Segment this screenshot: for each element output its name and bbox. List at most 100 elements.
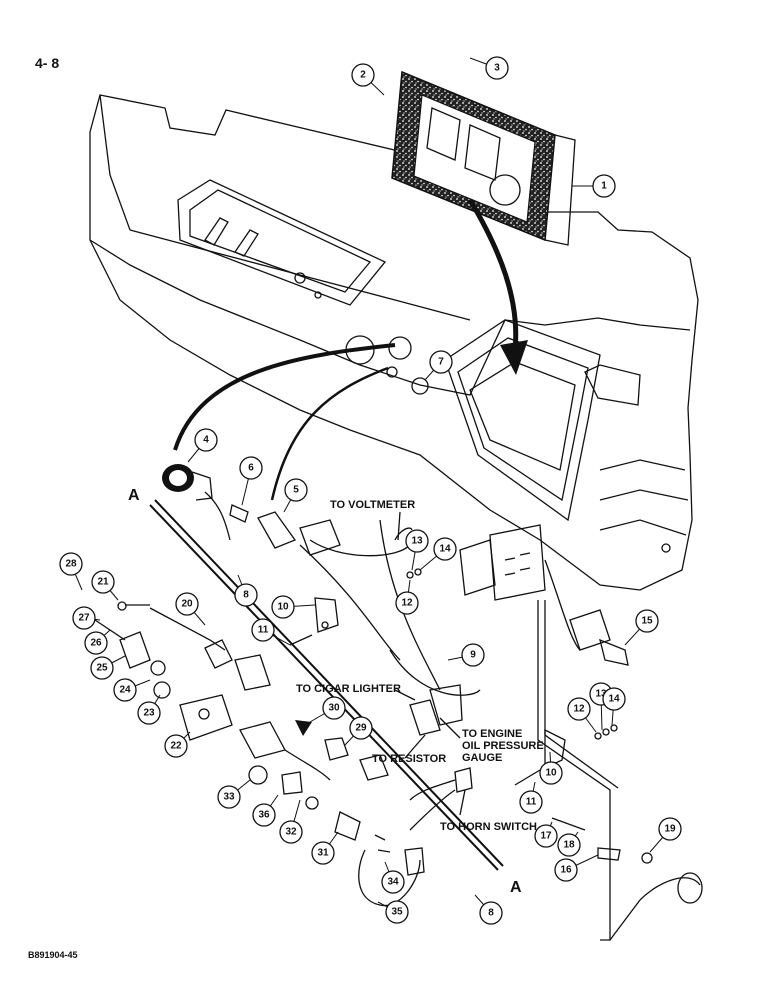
callout-number: 4 [203,435,209,446]
callout-5: 5 [283,478,308,513]
callout-circle [252,803,276,827]
callout-circle [217,785,241,809]
callout-number: 25 [96,663,108,674]
callout-14: 14 [602,687,626,726]
callout-7: 7 [424,350,453,381]
callout-circle [592,174,616,198]
callout-14: 14 [419,537,457,571]
callout-12: 12 [395,579,419,615]
callout-13: 13 [405,529,429,571]
label-to-voltmeter: TO VOLTMETER [330,499,415,511]
callout-number: 36 [258,810,270,821]
callout-31: 31 [311,831,339,865]
callout-3: 3 [469,56,509,80]
callout-36: 36 [252,794,279,827]
callout-25: 25 [90,655,126,680]
callout-circle [479,901,503,925]
callout-circle [251,618,275,642]
install-arrow [467,198,519,351]
label-leaders [394,511,466,816]
callout-number: 2 [360,70,366,81]
callout-circle [405,529,429,553]
callout-22: 22 [164,731,191,758]
callout-number: 7 [438,357,444,368]
callout-circle [635,609,659,633]
callout-circle [311,841,335,865]
section-mark-a-top: A [128,487,140,504]
callout-circle [72,606,96,630]
callout-circle [175,592,199,616]
callout-circle [381,870,405,894]
callout-2: 2 [351,63,385,96]
left-components [94,601,473,907]
callout-24: 24 [113,678,151,702]
callout-circle [602,687,626,711]
label-gauge: GAUGE [462,752,502,764]
callout-12: 12 [567,697,597,733]
callout-number: 33 [223,792,235,803]
callout-number: 14 [439,544,451,555]
callout-circle [534,824,558,848]
callout-1: 1 [572,174,616,198]
callout-30: 30 [309,696,346,723]
callout-circle [395,591,419,615]
dashboard-panel [89,94,699,591]
callout-circle [239,456,263,480]
callout-23: 23 [137,694,161,725]
section-mark-a-bottom: A [510,879,522,896]
display-panel-part-1 [391,70,576,246]
callout-number: 10 [277,602,289,613]
callout-10: 10 [539,751,563,785]
callout-number: 23 [143,708,155,719]
callout-number: 21 [97,577,109,588]
callout-20: 20 [175,592,206,626]
label-to-resistor: TO RESISTOR [372,753,446,765]
light-part-6 [229,504,249,523]
callout-number: 22 [170,741,182,752]
page-number: 4- 8 [35,55,59,71]
callout-number: 26 [90,638,102,649]
callout-16: 16 [554,854,599,882]
callout-number: 11 [258,625,269,636]
callout-circle [429,350,453,374]
callout-28: 28 [59,552,83,591]
callout-19: 19 [649,817,682,853]
callout-15: 15 [624,609,659,646]
callout-circle [433,537,457,561]
callout-number: 31 [317,848,329,859]
callout-circle [322,696,346,720]
callout-32: 32 [279,799,303,844]
callout-10: 10 [271,595,316,619]
callout-number: 32 [285,827,297,838]
callout-26: 26 [84,629,111,655]
callout-number: 29 [355,723,367,734]
callout-circle [557,833,581,857]
callout-8: 8 [474,894,503,925]
callout-number: 28 [65,559,77,570]
callout-number: 5 [293,485,299,496]
callout-circle [90,656,114,680]
callout-number: 8 [243,590,249,601]
callout-number: 14 [608,694,620,705]
callout-number: 34 [387,877,399,888]
callout-number: 12 [573,704,585,715]
callout-17: 17 [534,821,558,848]
callout-circle [351,63,375,87]
callout-number: 27 [78,613,90,624]
callout-circle [539,761,563,785]
callout-circle [113,678,137,702]
callout-number: 1 [601,181,607,192]
callout-9: 9 [447,643,485,667]
figure-code: B891904-45 [28,950,78,960]
callout-21: 21 [91,570,119,601]
callout-8: 8 [234,574,258,607]
callout-circle [194,428,218,452]
callout-34: 34 [381,861,405,894]
callout-number: 19 [664,824,676,835]
callout-number: 30 [328,703,340,714]
callout-number: 6 [248,463,254,474]
callout-circle [59,552,83,576]
callout-number: 8 [488,908,494,919]
